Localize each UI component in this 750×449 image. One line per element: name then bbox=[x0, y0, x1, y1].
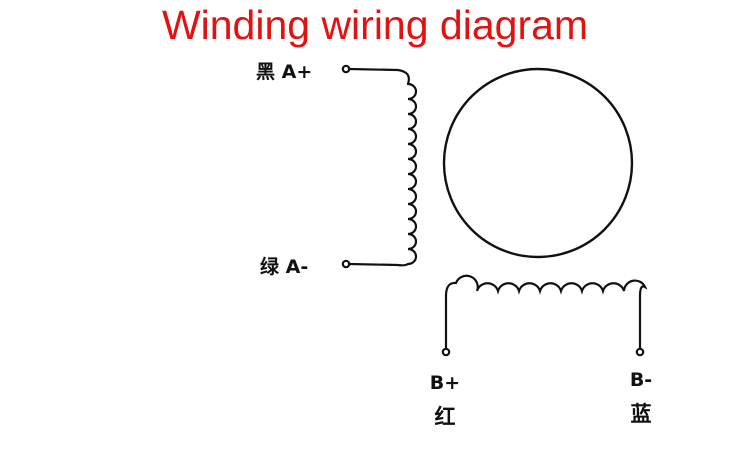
terminal-b-plus bbox=[441, 347, 451, 357]
winding-b bbox=[441, 274, 648, 357]
label-a-minus: 绿 A- bbox=[260, 255, 308, 278]
lead-a-minus bbox=[347, 262, 410, 267]
rotor-circle bbox=[442, 67, 634, 259]
label-b-plus-color: 红 bbox=[435, 405, 456, 429]
coil-b bbox=[444, 274, 648, 298]
coil-a bbox=[406, 82, 418, 266]
lead-a-plus bbox=[347, 67, 410, 86]
winding-a bbox=[341, 64, 418, 269]
label-b-minus-code: B- bbox=[630, 369, 652, 391]
label-b-minus-color: 蓝 bbox=[631, 402, 652, 426]
terminal-b-minus bbox=[635, 347, 645, 357]
label-b-plus-code: B+ bbox=[430, 372, 460, 394]
label-a-plus: 黑 A+ bbox=[256, 61, 312, 83]
diagram-title: Winding wiring diagram bbox=[161, 2, 589, 48]
